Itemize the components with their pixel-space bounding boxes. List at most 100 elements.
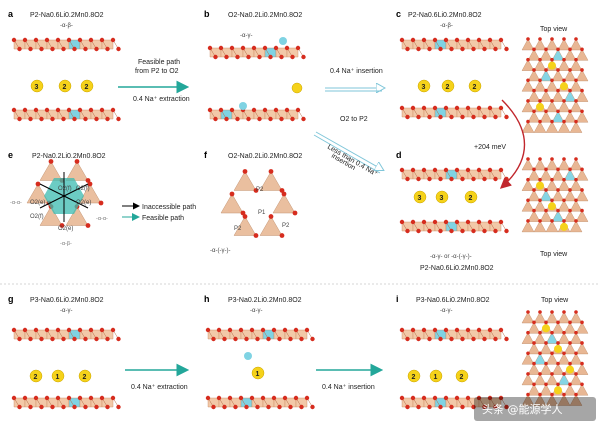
- svg-text:0.4 Na⁺ insertion: 0.4 Na⁺ insertion: [330, 68, 383, 75]
- top-view-label-d: Top view: [540, 251, 568, 258]
- path-legend: Inaccessible path Feasible path: [122, 202, 196, 222]
- svg-text:2: 2: [412, 374, 416, 381]
- li-ion-b: [279, 37, 287, 45]
- li-ion-h: [244, 352, 252, 360]
- slab-h-top: [205, 327, 315, 342]
- formula-d: P2-Na0.6Li0.2Mn0.8O2: [420, 265, 494, 272]
- panel-letter-a: a: [8, 9, 14, 19]
- svg-text:0.4 Na⁺ extraction: 0.4 Na⁺ extraction: [133, 96, 190, 103]
- slab-c-bottom: [399, 105, 509, 120]
- top-view-label-c: Top view: [540, 26, 568, 33]
- slab-c-top: [399, 37, 509, 52]
- stacking-h: -α-γ-: [250, 308, 262, 314]
- stacking-a: -α-β-: [60, 23, 73, 29]
- formula-h: P3-Na0.2Li0.2Mn0.8O2: [228, 297, 302, 304]
- svg-text:+204 meV: +204 meV: [474, 144, 506, 151]
- slab-b-bottom: [207, 107, 306, 122]
- svg-text:O2(e): O2(e): [58, 226, 73, 232]
- formula-i: P3-Na0.6Li0.2Mn0.8O2: [416, 297, 490, 304]
- svg-text:1: 1: [56, 374, 60, 381]
- svg-text:2: 2: [460, 374, 464, 381]
- svg-text:0.4 Na⁺ extraction: 0.4 Na⁺ extraction: [131, 384, 188, 391]
- svg-text:O2(e): O2(e): [30, 200, 45, 206]
- svg-text:P1: P1: [258, 210, 266, 216]
- stacking-f: -α-(-γ-)-: [210, 248, 230, 254]
- panel-letter-c: c: [396, 9, 401, 19]
- na-ions-c: 3 2 2: [417, 79, 482, 93]
- slab-b-top: [207, 45, 306, 60]
- svg-text:O2(e): O2(e): [76, 200, 91, 206]
- formula-b: O2-Na0.2Li0.2Mn0.8O2: [228, 12, 302, 19]
- svg-text:1: 1: [434, 374, 438, 381]
- formula-g: P3-Na0.6Li0.2Mn0.8O2: [30, 297, 104, 304]
- watermark: 头条 @能源学人: [474, 397, 596, 421]
- arrow-h-to-i: 0.4 Na⁺ insertion: [316, 363, 384, 391]
- arrow-b-to-c: 0.4 Na⁺ insertion O2 to P2: [325, 68, 384, 123]
- arrow-energy: +204 meV: [474, 99, 526, 189]
- na-ions-g: 2 1 2: [29, 369, 92, 383]
- na-ions-i: 2 1 2: [407, 369, 469, 383]
- svg-text:0.4 Na⁺ insertion: 0.4 Na⁺ insertion: [322, 384, 375, 391]
- svg-text:3: 3: [35, 84, 39, 91]
- svg-text:2: 2: [63, 84, 67, 91]
- legend-feasible: Feasible path: [142, 215, 184, 222]
- slab-h-bottom: [205, 395, 315, 410]
- svg-text:3: 3: [418, 195, 422, 202]
- motif-f: [220, 169, 298, 238]
- svg-text:2: 2: [469, 195, 473, 202]
- top-view-label-i: Top view: [541, 297, 569, 304]
- svg-text:2: 2: [34, 374, 38, 381]
- slab-g-top: [11, 327, 121, 342]
- arrow-b-to-d: Less than 0.4 Na⁺ insertion: [313, 131, 383, 178]
- panel-letter-f: f: [204, 150, 208, 160]
- axis-left: -α-α-: [10, 200, 22, 206]
- svg-text:2: 2: [85, 84, 89, 91]
- stacking-c: -α-β-: [440, 23, 453, 29]
- axis-top: -α-β-: [60, 241, 72, 247]
- crystal-layers: [11, 37, 509, 410]
- slab-d-top: [399, 167, 509, 182]
- slab-a-bottom: [11, 107, 121, 122]
- svg-text:2: 2: [473, 84, 477, 91]
- formula-e: P2-Na0.2Li0.2Mn0.8O2: [32, 153, 106, 160]
- svg-text:O2 to P2: O2 to P2: [340, 116, 368, 123]
- svg-text:from P2 to O2: from P2 to O2: [135, 68, 179, 75]
- svg-text:P2: P2: [234, 226, 242, 232]
- svg-text:P2: P2: [256, 187, 264, 193]
- motif-e: [26, 159, 104, 228]
- svg-text:P2: P2: [282, 223, 290, 229]
- stacking-i: -α-γ-: [440, 308, 452, 314]
- stacking-b: -α-γ-: [240, 33, 252, 39]
- slab-a-top: [11, 37, 121, 52]
- arrow-a-to-b: Feasible path from P2 to O2 0.4 Na⁺ extr…: [118, 59, 190, 103]
- panel-letter-b: b: [204, 9, 210, 19]
- slab-g-bottom: [11, 395, 121, 410]
- na-ions-a: 3 2 2: [30, 79, 94, 93]
- svg-text:2: 2: [83, 374, 87, 381]
- panel-letter-g: g: [8, 294, 14, 304]
- li-ion-b2: [239, 102, 247, 110]
- stacking-g: -α-γ-: [60, 308, 72, 314]
- top-view-d: [521, 157, 589, 233]
- axis-right: -α-α-: [96, 216, 108, 222]
- panel-e-sites: O2(f) O2(f) O2(e) O2(e) O2(f) O2(e) -α-α…: [10, 172, 108, 247]
- panel-letter-h: h: [204, 294, 210, 304]
- stacking-d: -α-γ- or -α-(-γ-)-: [430, 254, 472, 260]
- slab-i-top: [399, 327, 509, 342]
- formula-c: P2-Na0.6Li0.2Mn0.8O2: [408, 12, 482, 19]
- formula-a: P2-Na0.6Li0.2Mn0.8O2: [30, 12, 104, 19]
- panel-letter-e: e: [8, 150, 13, 160]
- svg-text:3: 3: [422, 84, 426, 91]
- svg-text:头条 @能源学人: 头条 @能源学人: [482, 402, 563, 416]
- panel-letter-i: i: [396, 294, 399, 304]
- na-ions-h: 1: [251, 366, 265, 380]
- legend-inaccessible: Inaccessible path: [142, 204, 196, 211]
- top-view-c: [521, 37, 589, 133]
- svg-text:O2(f): O2(f): [58, 186, 72, 192]
- svg-text:O2(f): O2(f): [76, 186, 90, 192]
- na-ion-b: [291, 82, 303, 94]
- panel-f-sites: P2 P2 P2 P1: [234, 187, 290, 232]
- formula-f: O2-Na0.2Li0.2Mn0.8O2: [228, 153, 302, 160]
- svg-text:Feasible path: Feasible path: [138, 59, 180, 66]
